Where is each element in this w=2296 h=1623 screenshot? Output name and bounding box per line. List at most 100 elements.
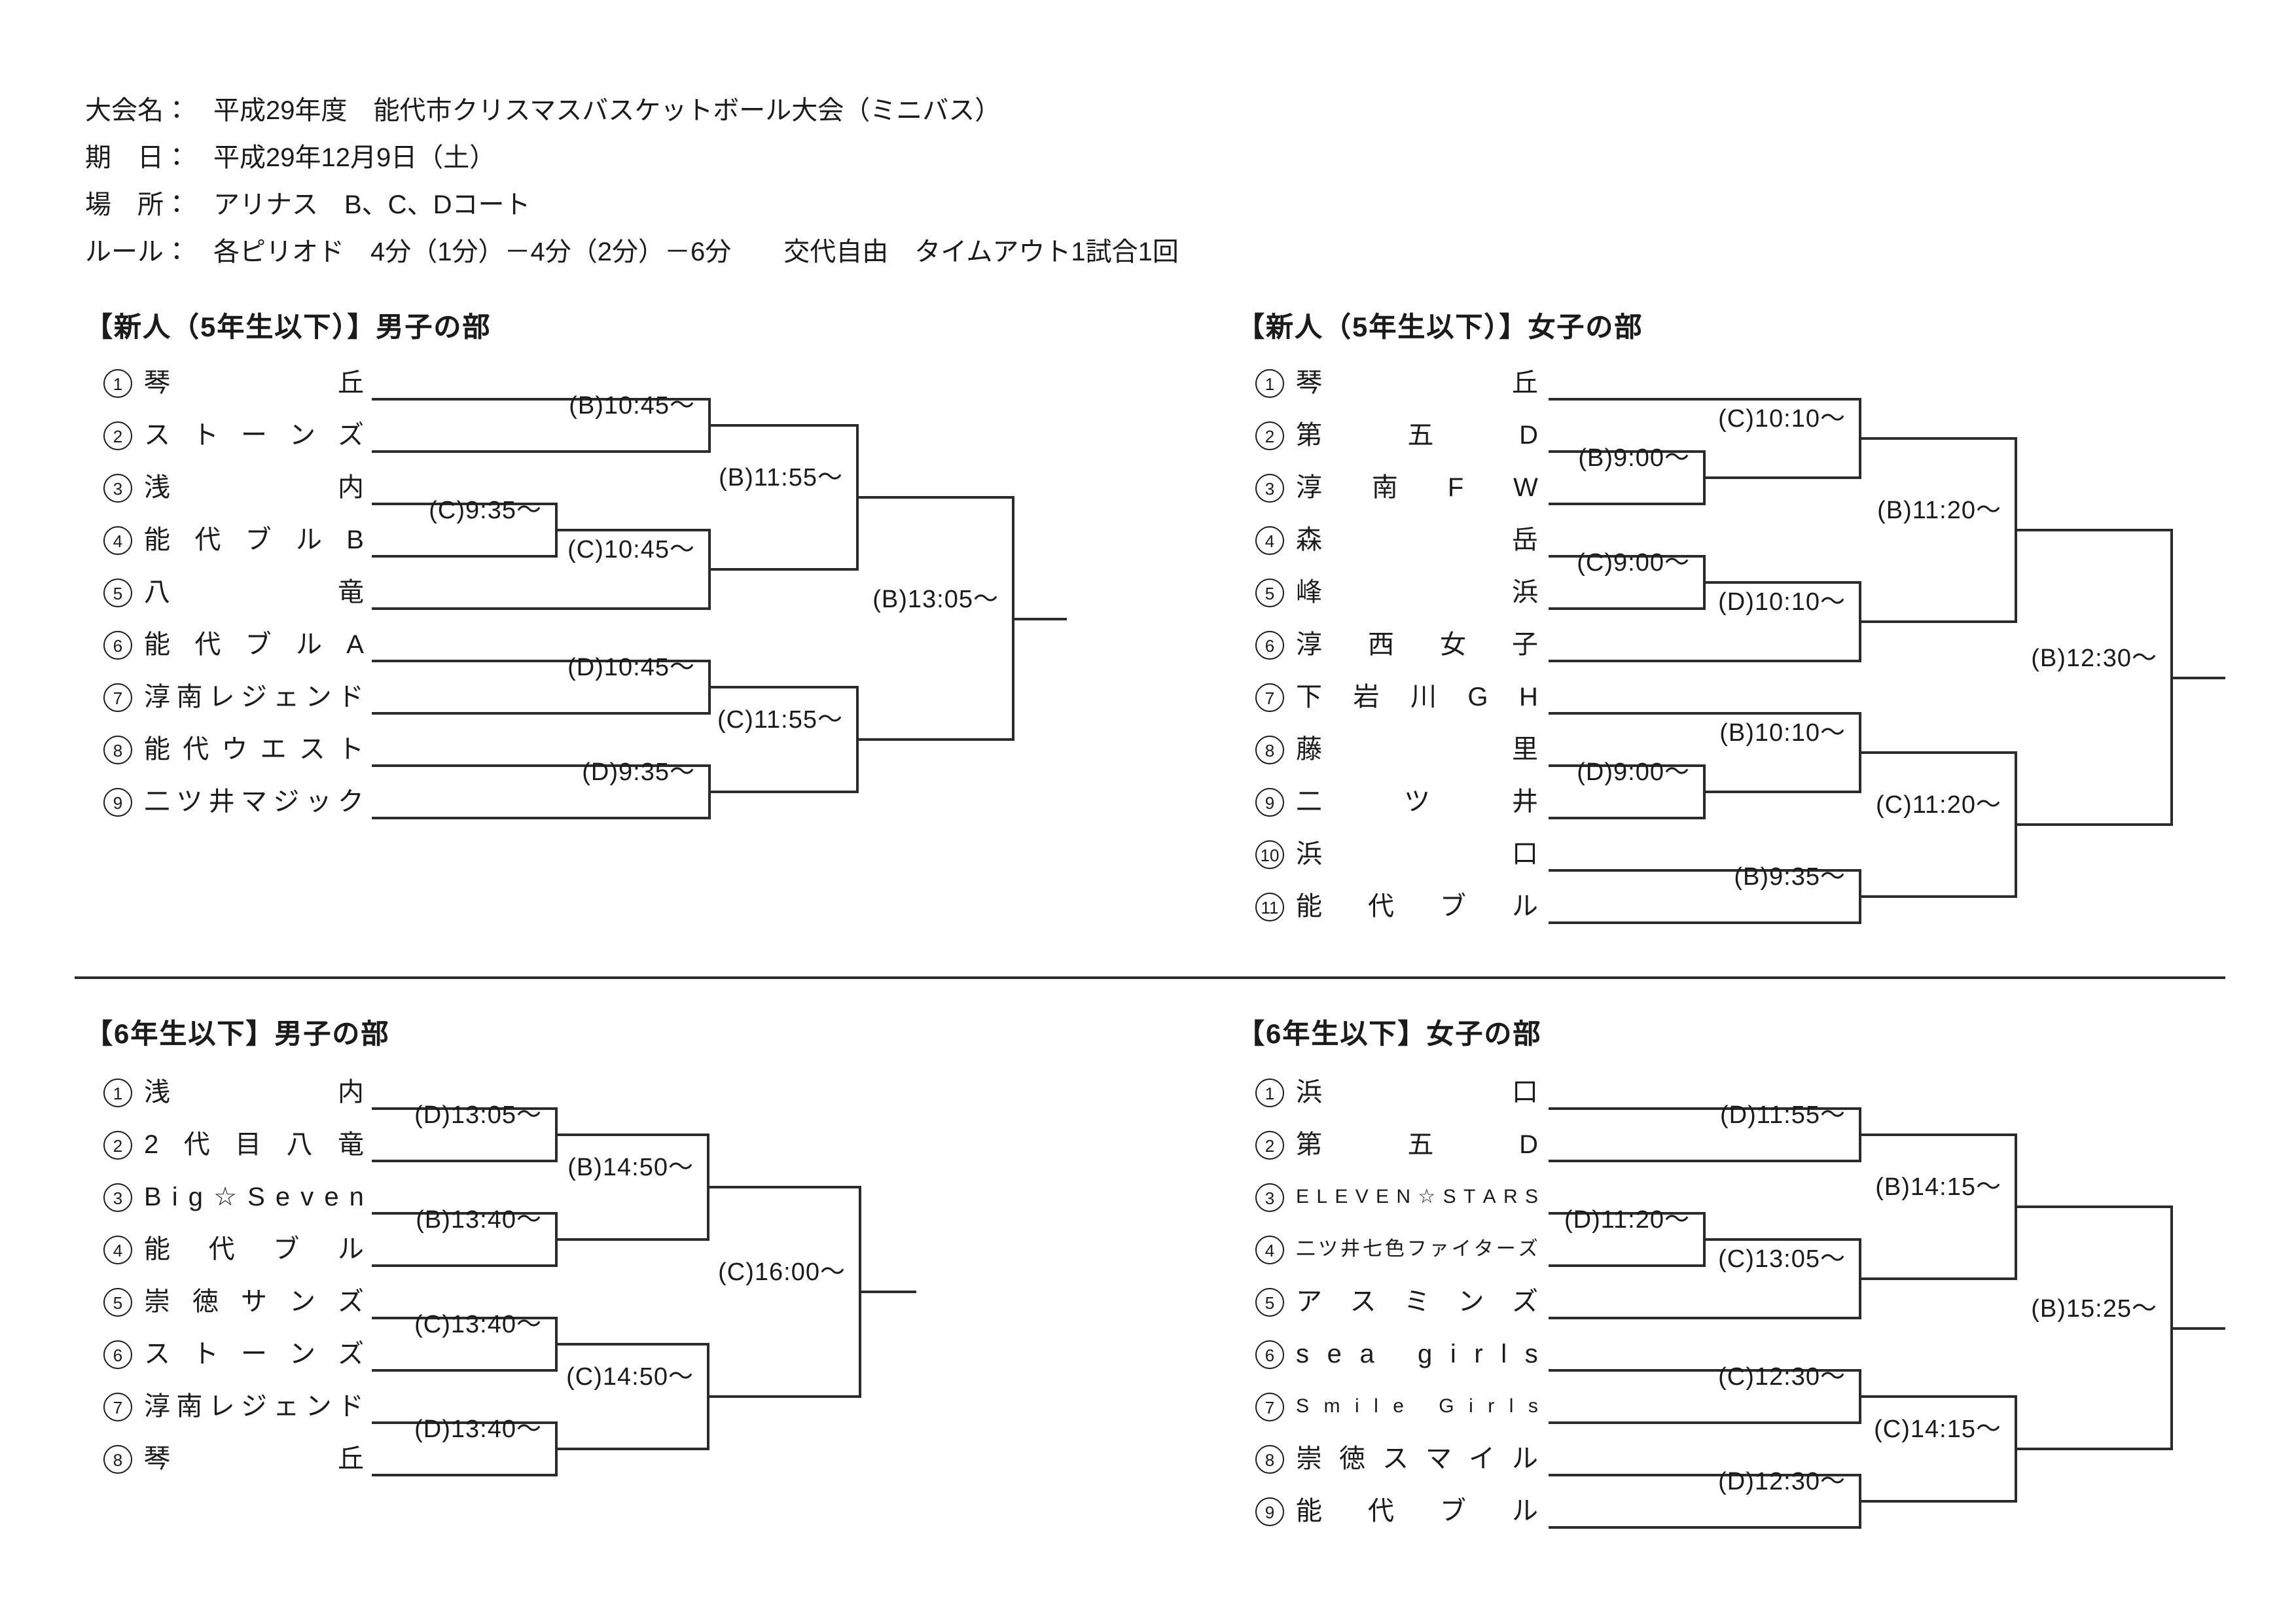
connector-line [555, 1421, 558, 1476]
header-value: 平成29年12月9日（土） [213, 144, 496, 173]
team-name-char: G [1439, 1395, 1454, 1418]
winner-line [1861, 1277, 2017, 1280]
team-name-char: 浅 [144, 1079, 170, 1107]
connector-line [555, 1212, 558, 1267]
header-label: 大会名： [85, 97, 190, 126]
team-name-char: E [1335, 1186, 1348, 1208]
team-name-char: 五 [1407, 1131, 1434, 1160]
match-time-label: (B)10:45～ [569, 393, 695, 420]
team-name-char: ン [1458, 1288, 1484, 1317]
team-name: 森岳 [1296, 525, 1538, 556]
team-name-char: S [1443, 1186, 1456, 1208]
team-name-char: 丘 [338, 1445, 364, 1474]
team-name: 浅内 [144, 473, 364, 504]
seed-number: 6 [103, 1340, 132, 1369]
connector-line [856, 686, 859, 793]
team-name-char: 代 [1368, 893, 1394, 921]
seed-number: 9 [1255, 1497, 1284, 1526]
team-name-char: ミ [1404, 1288, 1430, 1317]
connector-line [707, 1343, 709, 1450]
team-name-char: s [1524, 1340, 1538, 1369]
team-name-char: 浜 [1512, 579, 1538, 607]
team-name-char: B [346, 526, 364, 555]
header-label: 場 所： [85, 191, 190, 220]
team-name-char: H [1519, 683, 1538, 712]
seed-number: 3 [1255, 474, 1284, 503]
team-name-char: a [1359, 1340, 1374, 1369]
team-name-char: ☆ [213, 1183, 237, 1212]
header-value: アリナス B、C、Dコート [213, 191, 531, 220]
team-name-char: 八 [144, 579, 170, 607]
winner-line [709, 1186, 861, 1188]
team-name-char: ェ [273, 1393, 300, 1421]
team-name-char: 川 [1410, 683, 1437, 712]
team-row: 9 二ツ井 [1255, 785, 1538, 819]
seed-number: 9 [1255, 788, 1284, 817]
team-name-char: ン [289, 421, 315, 450]
match-time-label: (B)14:50～ [567, 1154, 694, 1182]
team-name-char: 浅 [144, 474, 170, 503]
seed-number: 3 [103, 474, 132, 503]
seed-number: 2 [103, 1131, 132, 1160]
team-name-char: S [1524, 1186, 1538, 1208]
team-name-char: ル [1512, 1497, 1538, 1526]
team-line [1549, 660, 1861, 662]
team-name-char: 口 [1512, 840, 1538, 869]
team-name-char: m [1323, 1395, 1340, 1418]
team-name: 二ツ井七色ファイターズ [1296, 1234, 1538, 1266]
team-name: 淳西女子 [1296, 630, 1538, 661]
team-line [1549, 1160, 1861, 1162]
team-name-char: ジ [273, 788, 300, 817]
seed-number: 1 [103, 1079, 132, 1107]
team-name-char: エ [260, 736, 287, 764]
connector-line [2015, 437, 2017, 623]
team-name-char: ド [337, 1393, 364, 1421]
team-name-char: ッ [305, 788, 332, 817]
connector-line [2015, 1395, 2017, 1503]
team-name-char: 徳 [1339, 1445, 1365, 1474]
team-name-char: s [1528, 1395, 1538, 1418]
team-name-char: 里 [1512, 736, 1538, 764]
winner-line [711, 686, 859, 688]
connector-line [1859, 1369, 1861, 1424]
team-name-char: レ [208, 683, 235, 712]
team-name-char: 能 [144, 736, 170, 764]
team-line [1549, 607, 1706, 610]
header-label: 期 日： [85, 144, 190, 173]
match-time-label: (C)10:45～ [567, 537, 695, 564]
team-line [372, 503, 558, 505]
final-winner-line [2173, 676, 2225, 679]
connector-line [1859, 1238, 1861, 1319]
team-name-char: ブ [245, 526, 272, 555]
team-name-char: ス [1350, 1288, 1376, 1317]
match-time-label: (B)11:55～ [719, 465, 843, 492]
winner-line [558, 1133, 709, 1136]
team-name: 二ツ井マジック [144, 787, 364, 818]
connector-line [1859, 712, 1861, 793]
team-name-char: ン [305, 683, 332, 712]
seed-number: 8 [103, 736, 132, 764]
team-line [1549, 1474, 1861, 1476]
team-name-char: ル [295, 526, 322, 555]
team-name-char: 崇 [1296, 1445, 1322, 1474]
team-line [1549, 1264, 1706, 1267]
team-name-char: ェ [273, 683, 300, 712]
team-name: 二ツ井 [1296, 787, 1538, 818]
team-name-char: 淳 [1296, 631, 1322, 660]
team-name-char: フ [1407, 1238, 1427, 1260]
team-name-char: 代 [208, 1236, 235, 1264]
winner-line [1861, 895, 2017, 898]
seed-number: 6 [103, 631, 132, 660]
seed-number: 7 [103, 1393, 132, 1421]
team-name-char: ズ [1512, 1288, 1538, 1317]
team-line [1549, 712, 1861, 715]
